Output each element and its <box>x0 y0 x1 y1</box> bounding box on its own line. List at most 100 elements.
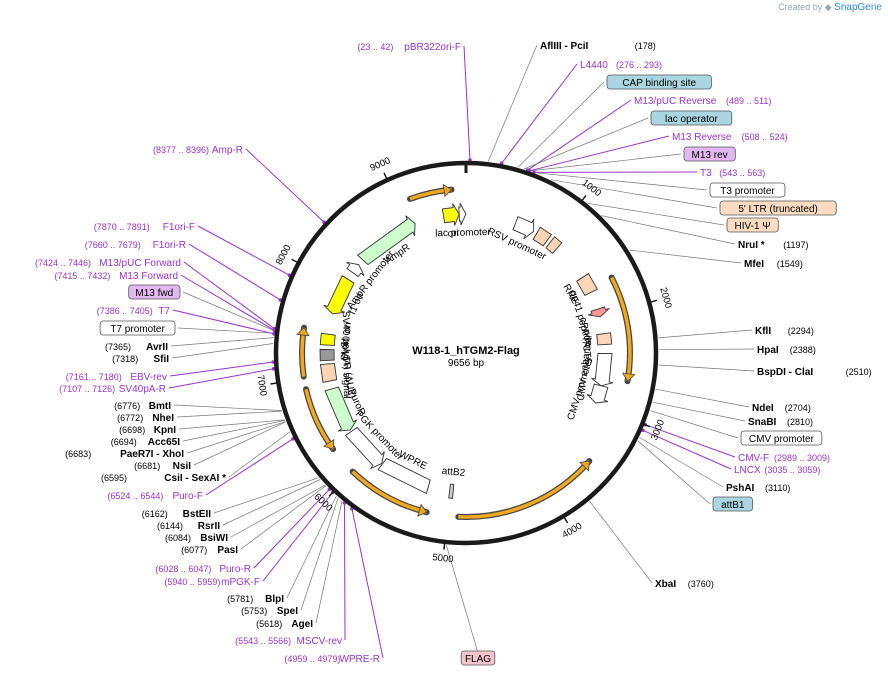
leader-line <box>639 437 724 488</box>
feature-label-group: WPRE-R(4959 .. 4979) <box>284 654 380 665</box>
leader-line <box>344 502 346 641</box>
leader-line <box>652 401 746 422</box>
label-box <box>460 650 496 666</box>
position-label: (7424 .. 7446) <box>35 258 91 268</box>
label-box-text: CAP binding site <box>622 78 696 89</box>
feature-arrow <box>377 457 431 495</box>
position-label: (3760) <box>688 579 714 589</box>
position-label: (23 .. 42) <box>357 42 393 52</box>
feature-label: attB2 <box>441 466 466 479</box>
leader-line <box>253 488 330 569</box>
leader-line <box>168 368 274 389</box>
tick-mark <box>579 195 587 204</box>
feature-label-group: mPGK-F(5940 .. 5959) <box>164 577 260 588</box>
orf-arrowhead <box>442 183 453 198</box>
leader-line <box>173 404 282 411</box>
position-label: (6698) <box>119 425 145 435</box>
feature-label-group: Amp-R(8377 .. 8396) <box>153 145 243 156</box>
label-box <box>683 146 736 162</box>
feature-label-group: BsiWI(6084) <box>165 533 228 544</box>
leader-line <box>642 429 732 470</box>
feature-label-group: T3 promoter <box>709 182 786 198</box>
feature-arrow <box>512 215 535 240</box>
feature-arrow <box>344 426 385 470</box>
leader-line <box>655 388 750 408</box>
position-label: (3110) <box>765 483 790 493</box>
leader-line <box>182 420 286 442</box>
primer-name: pBR322ori-F <box>404 42 461 53</box>
leader-line <box>172 309 275 335</box>
label-box-text: lac operator <box>665 114 718 125</box>
leader-line <box>650 410 739 439</box>
leader-line <box>286 495 337 599</box>
orf-arc <box>610 276 632 382</box>
primer-name: MSCV-rev <box>296 636 342 647</box>
label-box <box>712 496 753 512</box>
watermark-prefix: Created by <box>778 2 823 12</box>
position-label: (7386 .. 7405) <box>97 306 153 316</box>
tick-label: 7000 <box>254 374 268 397</box>
leader-line <box>178 419 286 430</box>
tick-mark <box>328 488 337 497</box>
label-box <box>726 217 779 233</box>
feature-label-group: KpnI(6698) <box>119 425 176 436</box>
feature-label-group: EBV-rev(7161 .. 7180) <box>66 372 167 383</box>
label-box-text: M13 fwd <box>135 288 173 299</box>
leader-line <box>193 421 286 466</box>
position-label: (7870 .. 7891) <box>94 222 150 232</box>
feature-label-group: NdeI(2704) <box>752 403 811 414</box>
position-label: (7415 .. 7432) <box>54 271 110 281</box>
label-box <box>606 74 712 90</box>
label-box <box>709 182 786 198</box>
enzyme-name: NruI * <box>738 240 765 251</box>
tick-mark <box>647 299 658 304</box>
orf-arrowhead <box>322 438 335 450</box>
feature-label-group: KflI(2294) <box>755 326 814 337</box>
feature-label-group: T3(543 .. 563) <box>700 168 765 179</box>
position-label: (6524 .. 6544) <box>107 491 163 501</box>
feature-label-group: NheI (6772) <box>117 413 174 424</box>
feature-arrow <box>586 383 609 404</box>
enzyme-name: NheI <box>152 413 174 424</box>
feature-label-group: AvrII(7365) <box>105 342 168 353</box>
leader-line <box>351 508 384 659</box>
position-label: (7318) <box>112 354 138 364</box>
label-box-text: FLAG <box>465 654 491 665</box>
tick-mark <box>291 258 301 265</box>
feature-arrow <box>545 236 563 255</box>
feature-label-group: F1ori-R(7660 .. 7679) <box>85 240 186 251</box>
feature-label-group: CMV promoter <box>740 430 823 446</box>
feature-label-group: SfiI(7318) <box>112 354 169 365</box>
tick-mark <box>270 381 281 385</box>
primer-name: F1ori-R <box>153 240 186 251</box>
leader-line <box>186 421 286 454</box>
enzyme-name: PasI <box>217 545 238 556</box>
feature-label-group: CMV-F(2989 .. 3009) <box>738 453 830 464</box>
position-label: (7161 .. 7180) <box>66 372 122 382</box>
position-label: (6772) <box>117 413 143 423</box>
feature-arrow <box>324 386 358 432</box>
position-label: (8377 .. 8396) <box>153 145 209 155</box>
primer-name: Puro-F <box>172 491 203 502</box>
label-box <box>719 200 837 216</box>
label-box-text: attB1 <box>721 500 745 511</box>
leader-line <box>658 329 753 339</box>
feature-label-group: HpaI(2388) <box>757 345 816 356</box>
feature-label-group: CAP binding site <box>606 74 712 90</box>
leader-line <box>170 337 274 347</box>
primer-name: M13/pUC Forward <box>99 258 181 269</box>
enzyme-name: NsiI <box>173 461 192 472</box>
feature-label-group: BlpI(5781) <box>227 594 284 605</box>
leader-line <box>530 153 682 172</box>
leader-line <box>240 485 327 550</box>
enzyme-name: XbaI <box>655 579 676 590</box>
leader-line <box>228 431 291 478</box>
position-label: (5781) <box>227 594 253 604</box>
feature-label-group: MSCV-rev(5543 .. 5566) <box>235 636 342 647</box>
position-label: (2989 .. 3009) <box>774 453 830 463</box>
watermark-brand: SnapGene <box>834 2 882 13</box>
feature-label-group: NruI *(1197) <box>738 240 809 251</box>
position-label: (6776) <box>114 401 140 411</box>
orf-arrowhead <box>621 372 636 382</box>
label-box-text: CMV promoter <box>749 434 815 445</box>
